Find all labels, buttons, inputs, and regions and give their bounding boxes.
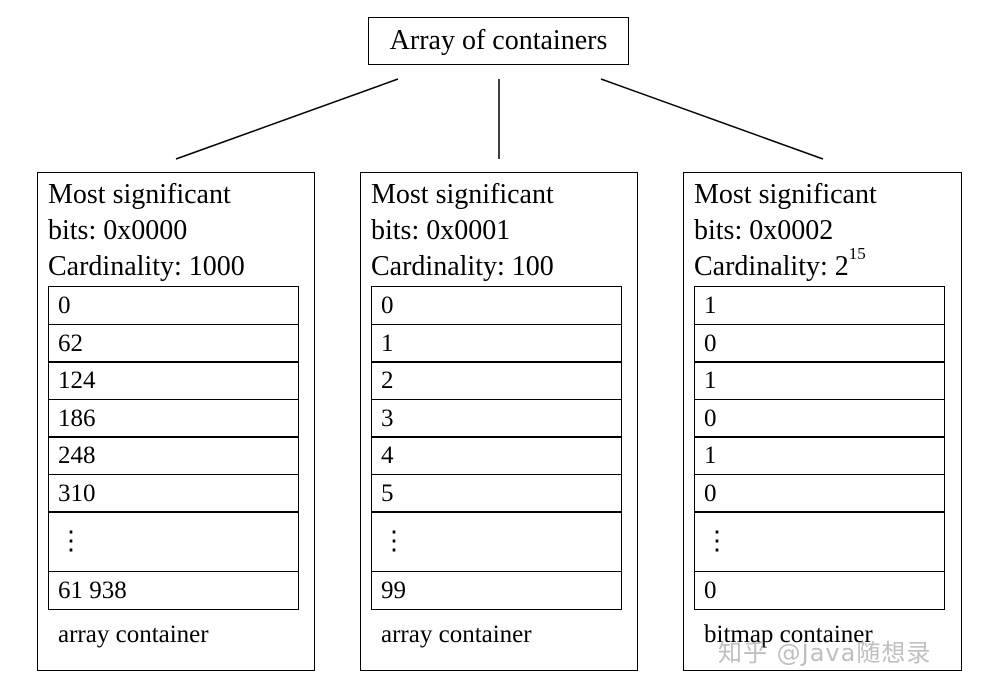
header-line-3: Cardinality: 1000: [48, 249, 245, 285]
container-header: Most significant bits: 0x0002 Cardinalit…: [694, 177, 877, 285]
container-header: Most significant bits: 0x0001 Cardinalit…: [371, 177, 554, 285]
cardinality-text: Cardinality: 2: [694, 251, 849, 282]
header-line-2: bits: 0x0001: [371, 215, 511, 246]
edge-left: [175, 78, 399, 160]
header-line-3: Cardinality: 100: [371, 249, 554, 285]
value-cell: 124: [48, 361, 299, 400]
bit-cell-last: 0: [694, 570, 945, 610]
bit-cell: 1: [694, 286, 945, 325]
value-cell-last: 61 938: [48, 570, 299, 610]
container-header: Most significant bits: 0x0000 Cardinalit…: [48, 177, 245, 285]
container-0x0000: Most significant bits: 0x0000 Cardinalit…: [37, 172, 315, 671]
header-line-2: bits: 0x0002: [694, 215, 834, 246]
value-cell: 310: [48, 473, 299, 513]
value-cell: 3: [371, 398, 622, 438]
value-cell: 2: [371, 361, 622, 400]
ellipsis-cell: ⋮: [371, 511, 622, 572]
cardinality-text: Cardinality: 100: [371, 251, 554, 282]
header-line-2: bits: 0x0000: [48, 215, 188, 246]
value-cell: 248: [48, 436, 299, 475]
cardinality-exponent: 15: [848, 244, 866, 263]
header-line-3: Cardinality: 215: [694, 245, 877, 285]
header-line-1: Most significant: [371, 179, 554, 210]
value-cell: 62: [48, 323, 299, 363]
ellipsis-cell: ⋮: [694, 511, 945, 572]
value-cell-last: 99: [371, 570, 622, 610]
bit-cell: 0: [694, 473, 945, 513]
bit-cell: 1: [694, 361, 945, 400]
value-cell: 1: [371, 323, 622, 363]
value-cell: 4: [371, 436, 622, 475]
edge-right: [600, 78, 824, 160]
root-node-label: Array of containers: [389, 25, 608, 56]
bit-cell: 0: [694, 398, 945, 438]
value-cell: 0: [48, 286, 299, 325]
container-type-label: array container: [381, 621, 532, 648]
value-list: 0 62 124 186 248 310 ⋮ 61 938: [48, 286, 299, 610]
container-type-label: bitmap container: [704, 621, 873, 648]
watermark: 知乎 @Java随想录: [718, 639, 932, 667]
value-cell: 186: [48, 398, 299, 438]
bit-cell: 0: [694, 323, 945, 363]
header-line-1: Most significant: [48, 179, 231, 210]
container-type-label: array container: [58, 621, 209, 648]
ellipsis-cell: ⋮: [48, 511, 299, 572]
bitmap-list: 1 0 1 0 1 0 ⋮ 0: [694, 286, 945, 610]
root-node-array-of-containers: Array of containers: [368, 17, 629, 65]
cardinality-text: Cardinality: 1000: [48, 251, 245, 282]
value-list: 0 1 2 3 4 5 ⋮ 99: [371, 286, 622, 610]
value-cell: 5: [371, 473, 622, 513]
bit-cell: 1: [694, 436, 945, 475]
container-0x0002: Most significant bits: 0x0002 Cardinalit…: [683, 172, 962, 671]
header-line-1: Most significant: [694, 179, 877, 210]
value-cell: 0: [371, 286, 622, 325]
container-0x0001: Most significant bits: 0x0001 Cardinalit…: [360, 172, 638, 671]
